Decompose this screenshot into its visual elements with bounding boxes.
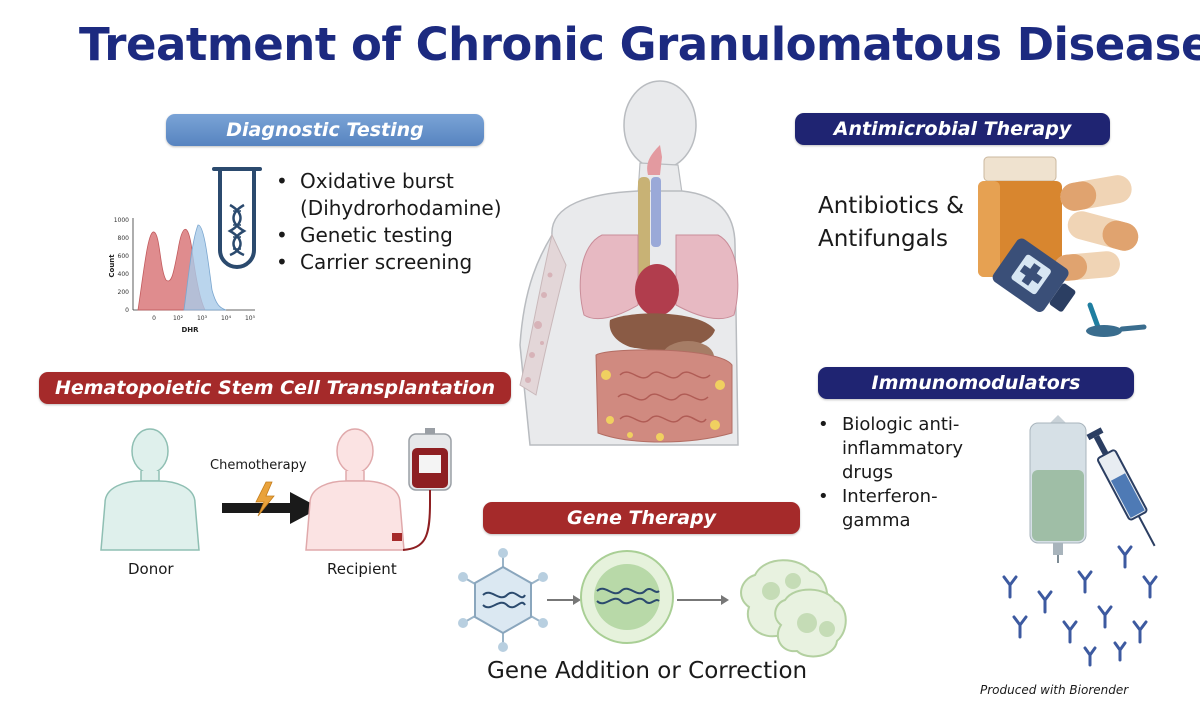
gene-therapy-label: Gene Therapy: [566, 507, 717, 529]
y-tick: 200: [118, 289, 130, 296]
antifungals-label: Antifungals: [818, 226, 949, 252]
y-tick: 400: [118, 271, 130, 278]
x-tick: 10²: [173, 315, 184, 322]
y-tick: 0: [125, 307, 129, 314]
antimicrobial-therapy-label: Antimicrobial Therapy: [833, 118, 1072, 140]
x-tick: 0: [152, 315, 156, 322]
dhr-histogram: 0 200 400 600 800 1000 0 10² 10³ 10⁴ 10⁵…: [108, 217, 256, 334]
x-axis-label: DHR: [181, 326, 199, 334]
antimicrobial-text: Antibiotics & Antifungals: [818, 190, 964, 256]
test-tube-dna-icon: [212, 167, 262, 269]
list-item: Genetic testing: [274, 222, 534, 249]
antibiotics-label: Antibiotics &: [818, 193, 965, 219]
recipient-figure: [305, 428, 405, 551]
liquid-bottle-icon: [992, 238, 1076, 312]
blue-histogram-curve: [183, 224, 227, 311]
gene-therapy-header: Gene Therapy: [483, 502, 800, 534]
x-tick: 10⁴: [221, 315, 232, 322]
list-item: Carrier screening: [274, 249, 534, 276]
iv-bag-syringe-icon: [1002, 415, 1158, 667]
capsule-icon: [1060, 175, 1132, 211]
donor-figure: [100, 428, 200, 551]
antibody-icons: [1002, 545, 1158, 667]
list-item: Oxidative burst (Dihydrorhodamine): [274, 168, 534, 222]
lightning-icon: [255, 481, 275, 517]
y-tick: 800: [118, 235, 130, 242]
donor-label: Donor: [128, 560, 174, 578]
diagnostic-testing-header: Diagnostic Testing: [166, 114, 484, 146]
arrow-icon: [677, 595, 729, 605]
chemotherapy-label: Chemotherapy: [210, 458, 307, 473]
syringe-icon: [1086, 427, 1156, 547]
x-tick: 10³: [197, 315, 208, 322]
biorender-credit: Produced with Biorender: [980, 683, 1129, 697]
blood-bag-icon: [402, 428, 452, 551]
page-title: Treatment of Chronic Granulomatous Disea…: [0, 18, 1200, 71]
list-item: Interferon-gamma: [816, 485, 986, 533]
immunomodulators-label: Immunomodulators: [871, 372, 1081, 394]
diagnostic-list: Oxidative burst (Dihydrorhodamine) Genet…: [274, 168, 534, 276]
arrow-icon: [547, 595, 581, 605]
viral-vector-icon: [458, 548, 548, 652]
hsct-header: Hematopoietic Stem Cell Transplantation: [39, 372, 511, 404]
cell-icon: [580, 550, 674, 644]
chemotherapy-arrow: [222, 481, 320, 524]
pill-bottle-icon: [978, 156, 1147, 337]
antimicrobial-therapy-header: Antimicrobial Therapy: [795, 113, 1110, 145]
y-axis-label: Count: [108, 254, 116, 278]
diagnostic-testing-label: Diagnostic Testing: [226, 119, 424, 141]
page-title-text: Treatment of Chronic Granulomatous Disea…: [79, 18, 1200, 71]
list-item: Biologic anti-inflammatory drugs: [816, 413, 986, 485]
recipient-label: Recipient: [327, 560, 397, 578]
neutrophil-cells-icon: [740, 559, 847, 658]
gene-therapy-pathway: [458, 548, 847, 658]
human-anatomy-illustration: [519, 80, 739, 446]
immunomodulators-list: Biologic anti-inflammatory drugs Interfe…: [816, 413, 986, 533]
hsct-label: Hematopoietic Stem Cell Transplantation: [54, 377, 496, 399]
y-tick: 1000: [114, 217, 129, 224]
gene-therapy-caption: Gene Addition or Correction: [487, 658, 808, 684]
y-tick: 600: [118, 253, 130, 260]
immunomodulators-header: Immunomodulators: [818, 367, 1134, 399]
x-tick: 10⁵: [245, 315, 256, 322]
